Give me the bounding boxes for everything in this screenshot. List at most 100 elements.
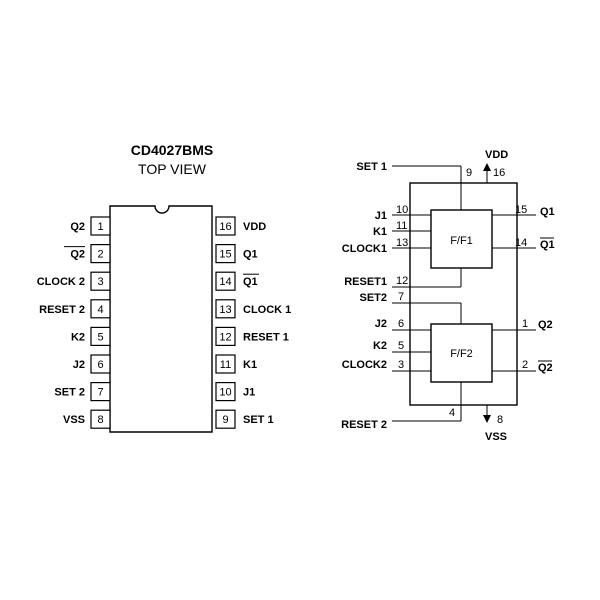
k2-pin-number: 5 bbox=[398, 340, 404, 352]
pin-label: Q1 bbox=[243, 249, 258, 261]
pin-number: 9 bbox=[222, 414, 228, 426]
dip-pin-row-left: 6 J2 bbox=[73, 354, 111, 374]
q1-pin-number: 15 bbox=[515, 204, 527, 216]
pin-label: SET 2 bbox=[54, 387, 85, 399]
q1-bar-pin-number: 14 bbox=[515, 237, 527, 249]
j1-pin-number: 10 bbox=[396, 204, 408, 216]
pin-box bbox=[90, 409, 111, 429]
reset2-pin-number: 4 bbox=[449, 407, 455, 419]
dip-pin-row-right: 11 K1 bbox=[215, 354, 257, 374]
dip-pin-row-right: 9 SET 1 bbox=[215, 409, 274, 429]
pin-box bbox=[90, 271, 111, 291]
vss-pin-number: 8 bbox=[497, 414, 503, 426]
dip-pin-row-left: 8 VSS bbox=[63, 409, 111, 429]
reset1-label: RESET1 bbox=[344, 276, 387, 288]
dip-pin-row-left: 1 Q2 bbox=[70, 216, 111, 236]
pin-box bbox=[215, 382, 236, 402]
q2-bar-label: Q2 bbox=[538, 362, 553, 374]
pin-number: 5 bbox=[97, 331, 103, 343]
pin-number: 2 bbox=[97, 249, 103, 261]
pin-label: VSS bbox=[63, 414, 85, 426]
pin-label: SET 1 bbox=[243, 414, 274, 426]
pin-box bbox=[215, 299, 236, 319]
pin-box bbox=[215, 354, 236, 374]
pin-label: RESET 1 bbox=[243, 331, 289, 343]
pin-box bbox=[90, 382, 111, 402]
set1-label: SET 1 bbox=[356, 161, 387, 173]
pin-number: 16 bbox=[219, 221, 231, 233]
set2-pin-number: 7 bbox=[398, 291, 404, 303]
j2-pin-number: 6 bbox=[398, 318, 404, 330]
j2-label: J2 bbox=[375, 318, 387, 330]
q2-label: Q2 bbox=[538, 319, 553, 331]
pin-box bbox=[90, 244, 111, 264]
pin-label: CLOCK 2 bbox=[37, 276, 85, 288]
block-outline bbox=[409, 182, 518, 406]
pin-label: CLOCK 1 bbox=[243, 304, 291, 316]
pin-number: 6 bbox=[97, 359, 103, 371]
q1-label: Q1 bbox=[540, 206, 555, 218]
pin-label: K1 bbox=[243, 359, 257, 371]
chip-title: CD4027BMS bbox=[131, 142, 213, 158]
pin-label: J2 bbox=[73, 359, 85, 371]
pin-label: J1 bbox=[243, 387, 255, 399]
pin-box bbox=[215, 216, 236, 236]
clock2-label: CLOCK2 bbox=[342, 359, 387, 371]
block-diagram: F/F1 F/F2 SET 1 9 VDD 16 J1 10 K1 11 CLO… bbox=[341, 149, 555, 443]
pin-label: K2 bbox=[71, 331, 85, 343]
pin-box bbox=[90, 326, 111, 346]
set2-label: SET2 bbox=[359, 292, 387, 304]
pin-box bbox=[215, 326, 236, 346]
pin-number: 11 bbox=[220, 359, 231, 371]
q1-bar-label: Q1 bbox=[540, 239, 555, 251]
clock1-label: CLOCK1 bbox=[342, 243, 387, 255]
vss-label: VSS bbox=[485, 431, 507, 443]
reset2-label: RESET 2 bbox=[341, 419, 387, 431]
pin-label: RESET 2 bbox=[39, 304, 85, 316]
pin-box bbox=[90, 354, 111, 374]
dip-pin-row-right: 10 J1 bbox=[215, 382, 255, 402]
dip-pin-row-right: 15 Q1 bbox=[215, 244, 258, 264]
vdd-label: VDD bbox=[485, 149, 508, 161]
pin-number: 1 bbox=[97, 221, 103, 233]
j1-label: J1 bbox=[375, 210, 387, 222]
vss-arrow-icon bbox=[483, 415, 491, 423]
pin-number: 8 bbox=[97, 414, 103, 426]
q2-bar-pin-number: 2 bbox=[522, 359, 528, 371]
ff2-label: F/F2 bbox=[450, 348, 473, 360]
clock2-pin-number: 3 bbox=[398, 359, 404, 371]
k1-label: K1 bbox=[373, 226, 387, 238]
k1-pin-number: 11 bbox=[396, 220, 407, 232]
ff1-label: F/F1 bbox=[450, 235, 473, 247]
pin-box bbox=[215, 244, 236, 264]
pin-number: 15 bbox=[219, 249, 231, 261]
pin-box bbox=[90, 299, 111, 319]
pin-label: Q2 bbox=[70, 249, 85, 261]
pin-number: 3 bbox=[97, 276, 103, 288]
vdd-pin-number: 16 bbox=[493, 167, 505, 179]
pin-label: VDD bbox=[243, 221, 266, 233]
dip-pin-row-left: 2 Q2 bbox=[64, 244, 111, 264]
pin-label: Q1 bbox=[243, 276, 258, 288]
vdd-arrow-icon bbox=[483, 163, 491, 171]
pin-label: Q2 bbox=[70, 221, 85, 233]
pin-number: 10 bbox=[219, 387, 231, 399]
view-subtitle: TOP VIEW bbox=[138, 161, 207, 177]
dip-pin-row-left: 5 K2 bbox=[71, 326, 111, 346]
dip-package-body bbox=[109, 205, 213, 433]
pin-box bbox=[90, 216, 111, 236]
clock1-pin-number: 13 bbox=[396, 237, 408, 249]
k2-label: K2 bbox=[373, 340, 387, 352]
set1-pin-number: 9 bbox=[466, 167, 472, 179]
dip-pin-row-right: 16 VDD bbox=[215, 216, 266, 236]
reset1-pin-number: 12 bbox=[396, 275, 408, 287]
pin-box bbox=[215, 271, 236, 291]
